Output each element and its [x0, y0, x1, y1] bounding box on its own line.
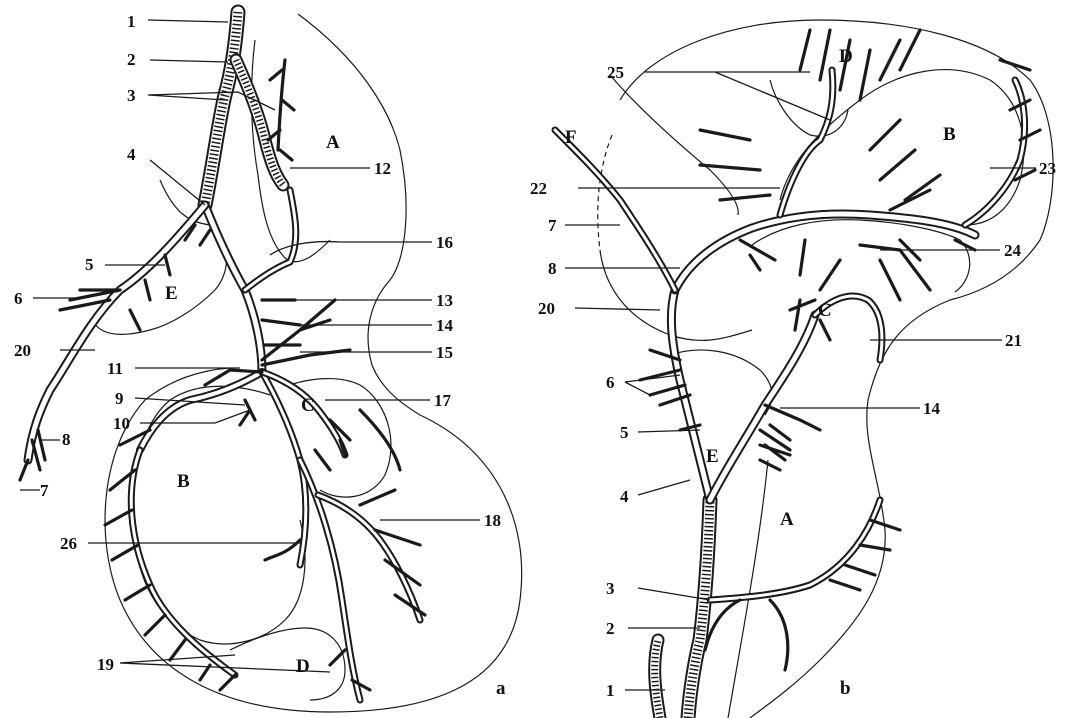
panel-a-callout-1: 1	[127, 12, 136, 31]
panel-b-region-E: E	[706, 446, 719, 467]
panel-a-lobe-D-outline	[230, 628, 345, 700]
panel-b-callout-22: 22	[530, 179, 547, 198]
panel-a-callout-5: 5	[85, 255, 94, 274]
panel-b-label: b	[840, 678, 851, 699]
panel-b-callout-5: 5	[620, 423, 629, 442]
panel-a-outer-outline	[105, 14, 522, 712]
panel-a-callout-2: 2	[127, 50, 136, 69]
panel-a-region-A: A	[326, 132, 340, 153]
panel-b-region-F: F	[565, 127, 577, 148]
panel-a-regions: A B C D E	[165, 132, 340, 677]
panel-a-callout-12: 12	[374, 159, 391, 178]
panel-b-vessels	[555, 30, 1040, 718]
panel-a-callout-4: 4	[127, 145, 136, 164]
panel-a-callout-7: 7	[40, 481, 49, 500]
panel-a-callout-9: 9	[115, 389, 124, 408]
panel-a-region-C: C	[301, 395, 315, 416]
panel-b-callout-8: 8	[548, 259, 557, 278]
panel-b-callout-24: 24	[1004, 241, 1022, 260]
panel-b-regions: A B C D E F	[565, 46, 956, 530]
panel-a-vessels	[20, 12, 425, 700]
panel-a-vessel-16	[245, 190, 296, 290]
panel-a-callout-16: 16	[436, 233, 453, 252]
panel-b-callout-14: 14	[923, 399, 941, 418]
panel-b-outer-outline	[620, 20, 1053, 718]
panel-a-callout-8: 8	[62, 430, 71, 449]
panel-b-callout-21: 21	[1005, 331, 1022, 350]
panel-b-callouts: 1 2 3 4 5 6 7 8 14 20 21 22 23 24 25	[530, 63, 1056, 700]
panel-a-callout-20: 20	[14, 341, 31, 360]
panel-a-label: a	[496, 678, 506, 699]
panel-b-callout-23: 23	[1039, 159, 1056, 178]
panel-a-vessel-26	[262, 372, 306, 565]
panel-a-region-B: B	[177, 471, 190, 492]
panel-b-lobe-C-outline	[752, 220, 970, 292]
panel-b-callout-7: 7	[548, 216, 557, 235]
panel-a-callout-26: 26	[60, 534, 77, 553]
panel-b: 1 2 3 4 5 6 7 8 14 20 21 22 23 24 25 A B…	[530, 20, 1056, 718]
panel-b-callout-3: 3	[606, 579, 615, 598]
panel-a-callout-19: 19	[97, 655, 114, 674]
panel-b-region-A: A	[780, 509, 794, 530]
panel-a-leader-lines	[20, 20, 480, 672]
panel-b-callout-2: 2	[606, 619, 615, 638]
panel-b-region-D: D	[839, 46, 853, 67]
panel-b-vessel-23	[965, 80, 1025, 225]
panel-b-region-C: C	[818, 300, 832, 321]
panel-a-callout-17: 17	[434, 391, 452, 410]
panel-a: 1 2 3 4 5 6 7 8 9 10 11 12 13 14 15 16 1…	[14, 12, 522, 712]
panel-b-vessel-7	[555, 130, 675, 290]
panel-b-region-B: B	[943, 124, 956, 145]
panel-a-callout-6: 6	[14, 289, 23, 308]
panel-b-callout-6: 6	[606, 373, 615, 392]
panel-a-callout-15: 15	[436, 343, 453, 362]
panel-a-callout-13: 13	[436, 291, 453, 310]
panel-a-callout-18: 18	[484, 511, 501, 530]
panel-a-callout-11: 11	[107, 359, 123, 378]
panel-a-callout-3: 3	[127, 86, 136, 105]
panel-b-F-outline	[610, 75, 738, 215]
panel-b-callout-1: 1	[606, 681, 615, 700]
panel-b-A-boundary	[728, 460, 768, 718]
panel-a-region-E: E	[165, 283, 178, 304]
panel-b-callout-20: 20	[538, 299, 555, 318]
panel-b-vessel-20	[675, 214, 975, 290]
panel-a-callout-14: 14	[436, 316, 454, 335]
panel-a-callout-10: 10	[113, 414, 130, 433]
panel-a-region-D: D	[296, 656, 310, 677]
panel-b-callout-25: 25	[607, 63, 624, 82]
panel-b-callout-4: 4	[620, 487, 629, 506]
